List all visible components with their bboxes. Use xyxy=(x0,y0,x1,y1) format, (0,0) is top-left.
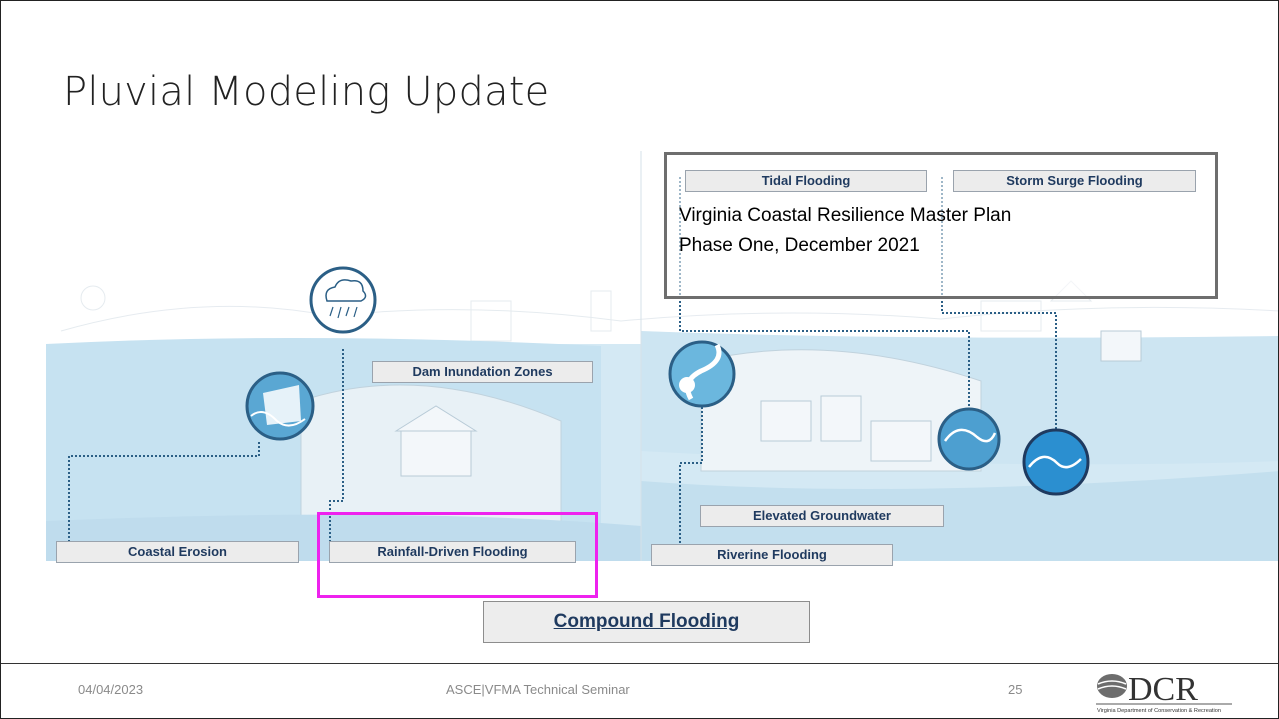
river-icon xyxy=(668,340,736,408)
rainfall-highlight-box xyxy=(317,512,598,598)
label-dam-inundation-zones: Dam Inundation Zones xyxy=(372,361,593,383)
footer-page-number: 25 xyxy=(1008,682,1023,697)
compound-flooding-link[interactable]: Compound Flooding xyxy=(483,601,810,643)
footer-date: 04/04/2023 xyxy=(78,682,144,697)
citation-text: Virginia Coastal Resilience Master Plan … xyxy=(679,201,1011,261)
label-tidal-flooding: Tidal Flooding xyxy=(685,170,927,192)
label-coastal-erosion: Coastal Erosion xyxy=(56,541,299,563)
dcr-logo-subtext: Virginia Department of Conservation & Re… xyxy=(1097,708,1221,714)
dcr-logo-text: DCR xyxy=(1128,671,1198,708)
storm-surge-icon xyxy=(937,407,1001,471)
rain-cloud-icon xyxy=(309,266,377,334)
footer-event: ASCE|VFMA Technical Seminar xyxy=(446,682,630,697)
citation-line-2: Phase One, December 2021 xyxy=(679,235,920,256)
label-riverine-flooding: Riverine Flooding xyxy=(651,544,893,566)
label-storm-surge-flooding: Storm Surge Flooding xyxy=(953,170,1196,192)
citation-line-1: Virginia Coastal Resilience Master Plan xyxy=(679,205,1012,226)
label-elevated-groundwater: Elevated Groundwater xyxy=(700,505,944,527)
wave-icon xyxy=(1022,428,1090,496)
slide-title: Pluvial Modeling Update xyxy=(63,69,550,115)
footer-divider xyxy=(1,663,1278,664)
dcr-logo-icon: DCR Virginia Department of Conservation … xyxy=(1096,671,1232,714)
coastal-erosion-icon xyxy=(245,371,315,441)
label-rainfall-driven-flooding: Rainfall-Driven Flooding xyxy=(329,541,576,563)
